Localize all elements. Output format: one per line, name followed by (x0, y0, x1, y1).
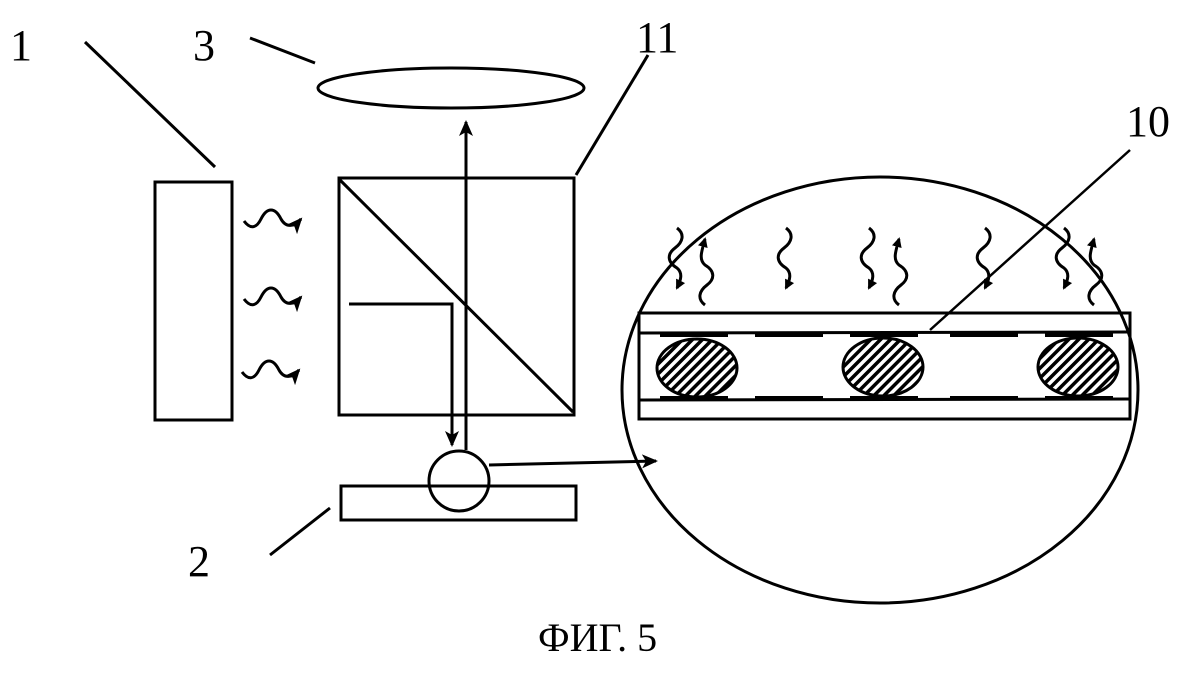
leader-line-1 (83, 40, 217, 169)
label-layer: 10 (1126, 97, 1170, 146)
sample-plate (339, 484, 578, 522)
leader-line-2 (269, 506, 331, 557)
label-lens: 3 (193, 21, 215, 70)
particle (841, 336, 925, 398)
label-source: 1 (10, 21, 32, 70)
lens-ellipse (316, 66, 586, 110)
incident-beam (349, 302, 459, 447)
magnify-arrow (488, 454, 658, 469)
emitted-waves (697, 237, 1104, 307)
label-beamsplitter: 11 (636, 13, 679, 62)
label-detector: 2 (188, 537, 210, 586)
leader-line-11 (574, 54, 650, 176)
leader-line-10 (929, 149, 1131, 331)
particle (655, 337, 739, 399)
beamsplitter-diagonal (338, 178, 575, 414)
light-source (153, 180, 234, 422)
particle (1036, 336, 1120, 398)
figure-caption: ФИГ. 5 (538, 615, 658, 660)
incident-waves (667, 226, 1073, 290)
magnified-spot (427, 449, 491, 513)
beamsplitter-cube (337, 176, 576, 417)
magnified-view-circle (620, 175, 1140, 605)
leader-line-3 (249, 36, 316, 65)
source-waves (240, 208, 303, 386)
